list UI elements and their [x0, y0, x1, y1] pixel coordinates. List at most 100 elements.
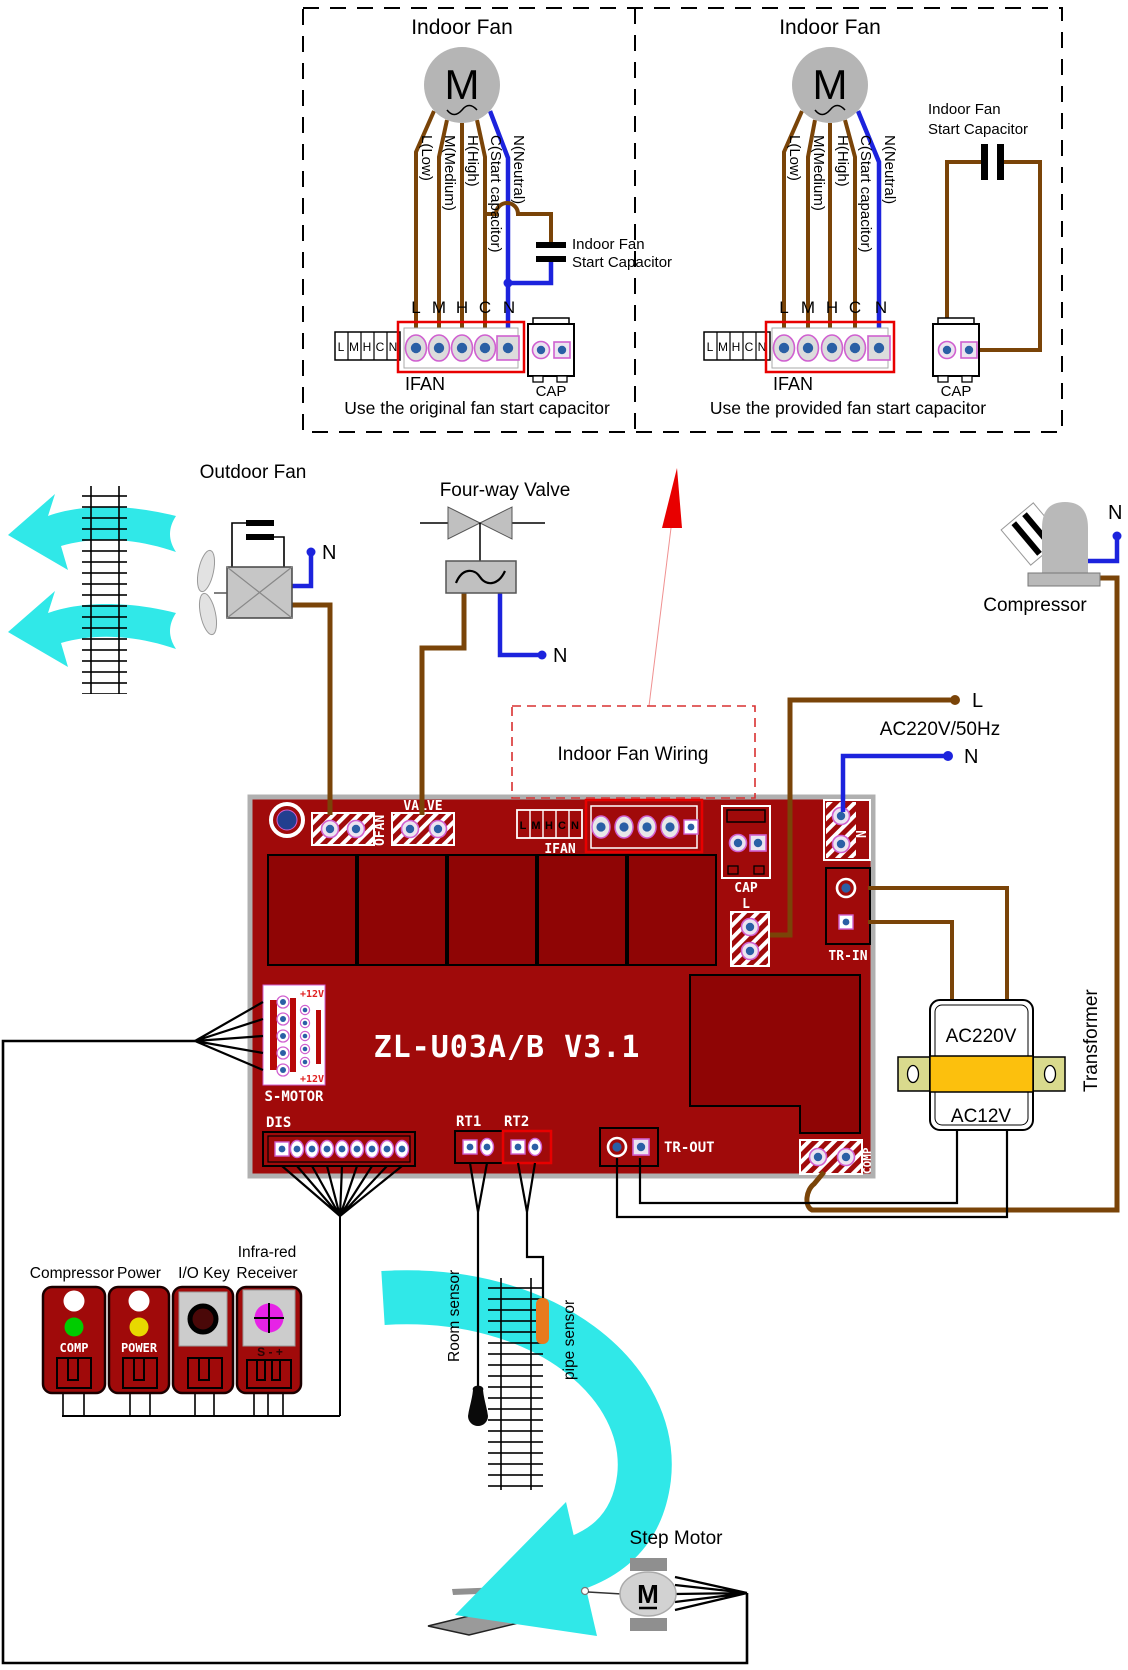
panel-provided-capacitor: Indoor Fan M Indoor Fan Start Capacitor …: [703, 16, 1042, 418]
pin: [320, 819, 340, 839]
svg-text:L(Low): L(Low): [786, 135, 803, 181]
relays: [267, 854, 717, 966]
pin: [496, 335, 520, 361]
pin: [867, 335, 891, 361]
condenser-coil: [82, 486, 127, 694]
capacitor-plate: [997, 144, 1004, 180]
cap-connector: [527, 317, 575, 383]
transformer-label: Transformer: [1081, 989, 1102, 1092]
board-terminal-strip: L M H C N IFAN: [516, 809, 583, 857]
wire-labels: L(Low) M(Medium) H(High) C(Start capacit…: [418, 135, 527, 253]
pin: [683, 819, 699, 835]
valve-connector: VALVE: [391, 799, 455, 846]
pin: [740, 917, 760, 937]
led-off: [63, 1290, 85, 1312]
pin: [299, 1043, 311, 1055]
svg-text:N: N: [571, 820, 579, 832]
compressor-led-module: COMP: [41, 1285, 107, 1395]
s-motor-label: S-MOTOR: [264, 1089, 324, 1105]
pin: [527, 1137, 543, 1157]
ifan-label: IFAN: [405, 374, 445, 394]
control-board: OFAN VALVE L M H C N IFAN CAP: [247, 794, 876, 1179]
terminal-strip: L M H C N: [703, 331, 771, 361]
ir-receiver-module: S - +: [235, 1285, 303, 1395]
svg-text:M: M: [718, 340, 728, 354]
svg-text:L(Low): L(Low): [418, 135, 435, 181]
motor-bracket: [630, 1558, 667, 1571]
pin: [276, 1012, 290, 1026]
pin: [404, 334, 428, 362]
outdoor-fan-assembly: Outdoor Fan N: [8, 462, 336, 815]
pin: [299, 1017, 311, 1029]
step-motor-body: [619, 1571, 677, 1617]
ifan-connector: [764, 320, 896, 374]
io-key-module[interactable]: [171, 1285, 235, 1395]
svg-text:N: N: [503, 298, 515, 317]
room-sensor-bulb: [468, 1390, 488, 1426]
svg-text:M(Medium): M(Medium): [441, 135, 458, 211]
svg-text:H: H: [732, 340, 741, 354]
four-way-valve-assembly: Four-way Valve N: [419, 480, 570, 815]
svg-text:C: C: [745, 340, 754, 354]
panel-caption: Use the original fan start capacitor: [344, 398, 610, 418]
svg-text:M(Medium): M(Medium): [810, 135, 827, 211]
svg-text:H(High): H(High): [834, 135, 851, 187]
indoor-fan-motor: [424, 47, 500, 123]
svg-text:H: H: [363, 340, 372, 354]
board-cap-connector: CAP L: [721, 805, 771, 912]
fan-blade: [198, 592, 218, 636]
pin: [553, 341, 571, 359]
pin: [334, 1139, 350, 1159]
power-led: [129, 1317, 149, 1337]
live-label: L: [972, 690, 983, 712]
ifan-label: IFAN: [544, 842, 575, 857]
mains-rating: AC220V/50Hz: [880, 719, 1000, 740]
plus12v-label: +12V: [300, 989, 324, 1000]
step-motor-assembly: Step Motor M: [580, 1528, 748, 1631]
pin: [274, 1141, 290, 1157]
compressor-assembly: N Compressor: [804, 502, 1122, 1213]
s-motor-connector: +12V +12V S-MOTOR: [262, 984, 326, 1105]
pin: [728, 833, 748, 853]
display-harness: [62, 1165, 403, 1417]
svg-text:H(High): H(High): [464, 135, 481, 187]
pipe-sensor-probe: [536, 1298, 549, 1344]
pin: [319, 1139, 335, 1159]
svg-text:C: C: [479, 298, 491, 317]
pin-letters: L M H C N: [411, 298, 515, 317]
pin: [304, 1139, 320, 1159]
pipe-sensor-label: pipe sensor: [561, 1300, 578, 1380]
dis-label: DIS: [266, 1115, 291, 1131]
mains-supply: L AC220V/50Hz N: [770, 690, 1000, 938]
pin: [276, 1063, 290, 1077]
rt1-label: RT1: [456, 1114, 481, 1130]
step-motor-harness: [1, 1001, 749, 1665]
airflow-arrowhead-icon: [455, 1502, 597, 1636]
pin: [843, 334, 867, 362]
svg-text:H: H: [545, 820, 553, 832]
io-key-button[interactable]: [187, 1303, 219, 1335]
tr-out-connector: TR-OUT: [599, 1127, 715, 1167]
pin: [740, 941, 760, 961]
pin: [660, 815, 680, 839]
display-board: Compressor Power I/O Key Infra-red Recei…: [30, 1244, 303, 1395]
pin: [749, 834, 767, 852]
terminal-strip: L M H C N: [334, 331, 401, 361]
board-ifan-connector: [584, 798, 704, 854]
pin: [772, 334, 796, 362]
svg-text:L: L: [707, 340, 714, 354]
indoor-fan-wiring-options-box: [302, 7, 1063, 433]
motor-bracket: [630, 1618, 667, 1631]
capacitor-plate: [246, 520, 274, 526]
pin: [299, 1004, 311, 1016]
svg-text:N: N: [758, 340, 767, 354]
compressor-led-title: Compressor: [30, 1265, 114, 1282]
pin: [796, 334, 820, 362]
pin: [349, 1139, 365, 1159]
svg-text:M: M: [432, 298, 446, 317]
neutral-label: N: [964, 746, 978, 768]
evaporator-coil: [488, 1278, 543, 1490]
pin: [276, 1046, 290, 1060]
